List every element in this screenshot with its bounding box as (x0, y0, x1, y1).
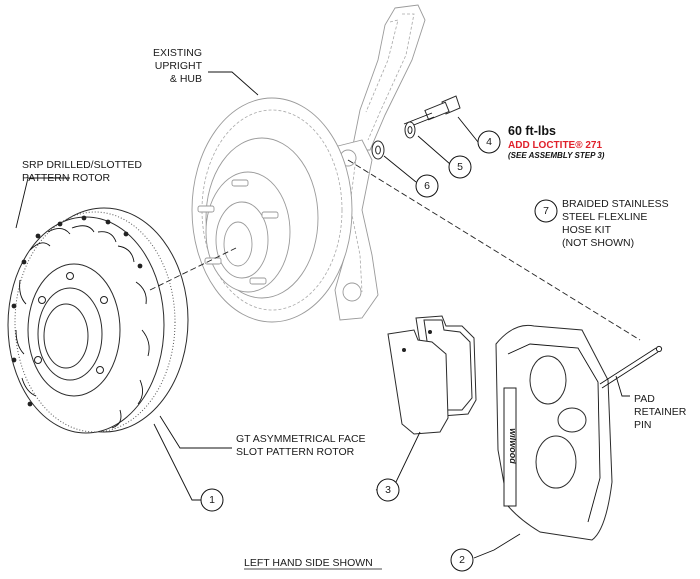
torque-spec: 60 ft-lbs ADD LOCTITE® 271 (SEE ASSEMBLY… (508, 124, 605, 160)
caliper-drawing: wilwood (495, 324, 663, 541)
callout-bolt: 4 (477, 130, 501, 154)
callout-number: 2 (459, 554, 465, 566)
callout-shim: 6 (415, 174, 439, 198)
rotor-drawing (7, 207, 189, 434)
label-line: PAD (634, 393, 655, 405)
label-hose-kit: BRAIDED STAINLESS STEEL FLEXLINE HOSE KI… (562, 198, 669, 249)
callout-caliper: 2 (450, 548, 474, 572)
label-upright-hub: EXISTING UPRIGHT & HUB (153, 47, 203, 85)
callout-hose-kit: 7 (534, 199, 558, 223)
label-line: GT ASYMMETRICAL FACE (236, 433, 366, 445)
callout-number: 3 (385, 484, 391, 496)
callout-rotor: 1 (200, 488, 224, 512)
upright-hub-drawing (191, 4, 426, 323)
callout-pads: 3 (376, 478, 400, 502)
torque-value: 60 ft-lbs (508, 124, 556, 138)
label-line: RETAINER (634, 406, 687, 418)
label-line: SRP DRILLED/SLOTTED (22, 159, 142, 171)
label-line: PIN (634, 419, 652, 431)
label-line: UPRIGHT (155, 60, 203, 72)
label-line: HOSE KIT (562, 224, 612, 236)
label-line: PATTERN ROTOR (22, 172, 111, 184)
footer-note: LEFT HAND SIDE SHOWN (244, 557, 382, 570)
svg-text:wilwood: wilwood (508, 428, 518, 464)
hardware-drawing (371, 95, 461, 160)
label-line: EXISTING (153, 47, 202, 59)
brake-pads-drawing (387, 315, 477, 435)
assembly-step-note: (SEE ASSEMBLY STEP 3) (508, 151, 605, 160)
callout-number: 4 (486, 136, 492, 148)
assembly-centerlines (149, 159, 641, 341)
footer-text: LEFT HAND SIDE SHOWN (244, 557, 373, 569)
label-line: SLOT PATTERN ROTOR (236, 446, 355, 458)
label-line: STEEL FLEXLINE (562, 211, 647, 223)
callout-number: 5 (457, 161, 463, 173)
label-line: BRAIDED STAINLESS (562, 198, 669, 210)
label-line: & HUB (170, 73, 202, 85)
callout-number: 6 (424, 180, 430, 192)
label-gt-rotor: GT ASYMMETRICAL FACE SLOT PATTERN ROTOR (236, 433, 366, 458)
loctite-note: ADD LOCTITE® 271 (508, 140, 602, 151)
label-srp-rotor: SRP DRILLED/SLOTTED PATTERN ROTOR (22, 159, 142, 184)
callout-number: 1 (209, 494, 215, 506)
callout-number: 7 (543, 205, 549, 217)
callout-washer: 5 (448, 155, 472, 179)
label-pad-retainer-pin: PAD RETAINER PIN (634, 393, 687, 431)
label-line: (NOT SHOWN) (562, 237, 634, 249)
